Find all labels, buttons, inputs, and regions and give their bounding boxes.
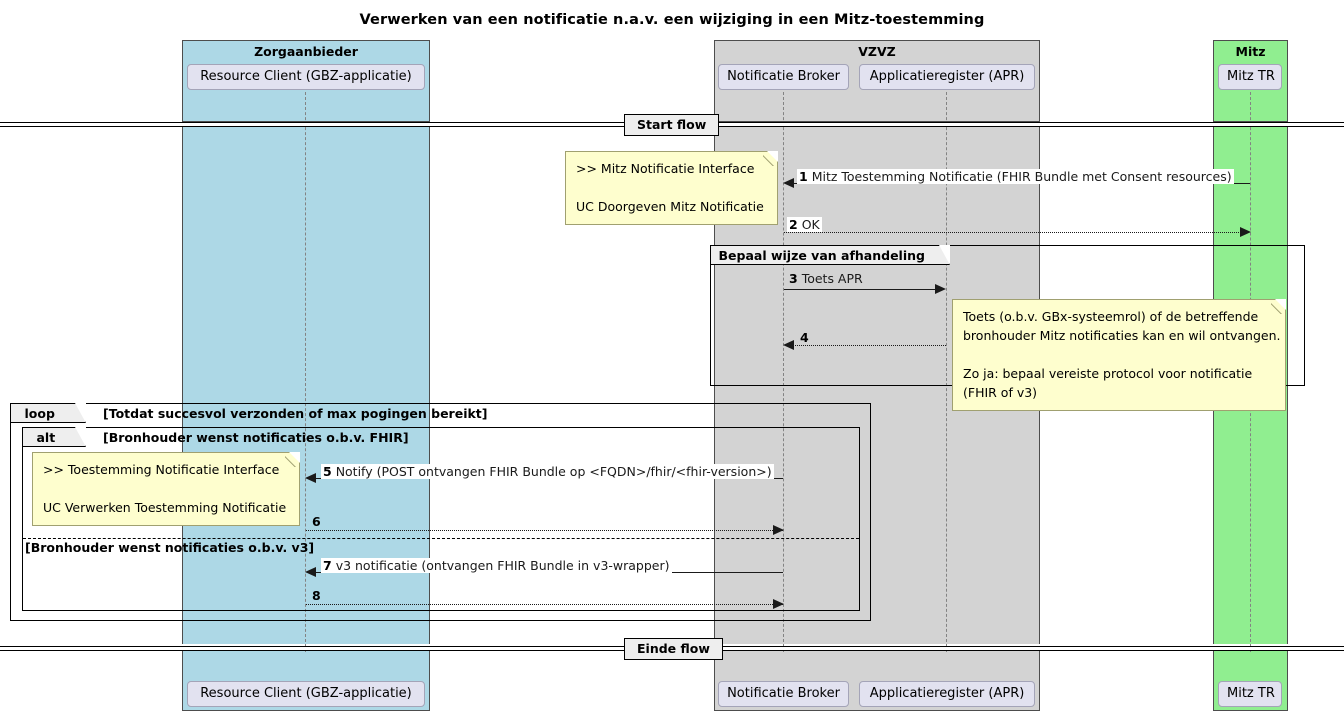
message-5-number: 5 <box>323 464 332 479</box>
message-5-text: Notify (POST ontvangen FHIR Bundle op <F… <box>335 464 772 479</box>
divider-label-einde-flow: Einde flow <box>624 638 723 660</box>
message-8-line <box>306 604 783 605</box>
participant-resource-client-bottom[interactable]: Resource Client (GBZ-applicatie) <box>187 681 425 707</box>
message-3-text: Toets APR <box>801 271 863 286</box>
message-7-number: 7 <box>323 558 332 573</box>
message-7-text: v3 notificatie (ontvangen FHIR Bundle in… <box>335 558 670 573</box>
note-toets-apr: Toets (o.b.v. GBx-systeemrol) of de betr… <box>952 299 1286 411</box>
message-8-label: 8 <box>310 588 323 603</box>
participant-notificatie-broker-bottom[interactable]: Notificatie Broker <box>718 681 849 707</box>
group-title-vzvz: VZVZ <box>858 44 896 59</box>
frame-alt-condition: [Bronhouder wenst notificaties o.b.v. FH… <box>103 430 409 445</box>
group-title-zorgaanbieder: Zorgaanbieder <box>254 44 358 59</box>
divider-label-start-flow: Start flow <box>624 114 720 136</box>
message-3-arrowhead <box>935 284 946 294</box>
note-mitz-text: >> Mitz Notificatie Interface UC Doorgev… <box>576 161 764 214</box>
message-2-line <box>784 232 1247 233</box>
participant-notificatie-broker-top[interactable]: Notificatie Broker <box>718 64 849 90</box>
message-3-line <box>784 289 936 290</box>
message-4-label: 4 <box>798 330 811 345</box>
frame-alt: alt [Bronhouder wenst notificaties o.b.v… <box>22 426 860 611</box>
message-6-number: 6 <box>312 514 321 529</box>
message-3-number: 3 <box>789 271 798 286</box>
message-4-number: 4 <box>800 330 809 345</box>
message-4-line <box>786 345 946 346</box>
message-8-number: 8 <box>312 588 321 603</box>
group-band-zorgaanbieder <box>182 127 430 644</box>
message-4-arrowhead <box>783 340 794 350</box>
message-6-label: 6 <box>310 514 323 529</box>
frame-bepaal-wijze-title: Bepaal wijze van afhandeling <box>710 244 951 265</box>
frame-alt-tab: alt <box>22 426 87 447</box>
participant-mitz-tr-bottom[interactable]: Mitz TR <box>1218 681 1282 707</box>
message-1-label: 1 Mitz Toestemming Notificatie (FHIR Bun… <box>797 169 1234 184</box>
message-2-number: 2 <box>789 217 798 232</box>
frame-loop: loop [Totdat succesvol verzonden of max … <box>10 402 871 621</box>
message-1-text: Mitz Toestemming Notificatie (FHIR Bundl… <box>811 169 1232 184</box>
message-2-text: OK <box>801 217 820 232</box>
participant-applicatieregister-top[interactable]: Applicatieregister (APR) <box>859 64 1035 90</box>
participant-applicatieregister-bottom[interactable]: Applicatieregister (APR) <box>859 681 1035 707</box>
message-5-arrowhead <box>305 473 316 483</box>
message-3-label: 3 Toets APR <box>787 271 865 286</box>
note-dogear-edge-icon <box>763 151 778 166</box>
participant-mitz-tr-top[interactable]: Mitz TR <box>1218 64 1282 90</box>
note-toets-apr-text: Toets (o.b.v. GBx-systeemrol) of de betr… <box>963 309 1281 400</box>
message-1-number: 1 <box>799 169 808 184</box>
message-6-arrowhead <box>773 525 784 535</box>
message-7-arrowhead <box>305 567 316 577</box>
message-1-arrowhead <box>783 178 794 188</box>
message-2-label: 2 OK <box>787 217 822 232</box>
note-dogear-edge-icon <box>1271 299 1286 314</box>
message-7-label: 7 v3 notificatie (ontvangen FHIR Bundle … <box>321 558 672 573</box>
group-title-mitz: Mitz <box>1235 44 1266 59</box>
message-2-arrowhead <box>1240 227 1251 237</box>
frame-loop-condition: [Totdat succesvol verzonden of max pogin… <box>103 406 488 421</box>
lifeline-resource-client <box>305 92 306 652</box>
message-6-line <box>306 530 783 531</box>
frame-alt-else-separator <box>23 538 859 539</box>
lifeline-applicatieregister <box>946 92 947 652</box>
message-5-label: 5 Notify (POST ontvangen FHIR Bundle op … <box>321 464 774 479</box>
note-mitz-notificatie-interface: >> Mitz Notificatie Interface UC Doorgev… <box>565 151 778 225</box>
note-toestemming-text: >> Toestemming Notificatie Interface UC … <box>43 462 287 515</box>
message-8-arrowhead <box>773 599 784 609</box>
note-toestemming-notificatie-interface: >> Toestemming Notificatie Interface UC … <box>32 452 300 526</box>
participant-resource-client-top[interactable]: Resource Client (GBZ-applicatie) <box>187 64 425 90</box>
frame-loop-tab: loop <box>10 402 87 423</box>
lifeline-notificatie-broker <box>783 92 784 652</box>
diagram-title: Verwerken van een notificatie n.a.v. een… <box>359 12 985 28</box>
frame-alt-else-condition: [Bronhouder wenst notificaties o.b.v. v3… <box>25 540 315 555</box>
note-dogear-edge-icon <box>285 452 300 467</box>
